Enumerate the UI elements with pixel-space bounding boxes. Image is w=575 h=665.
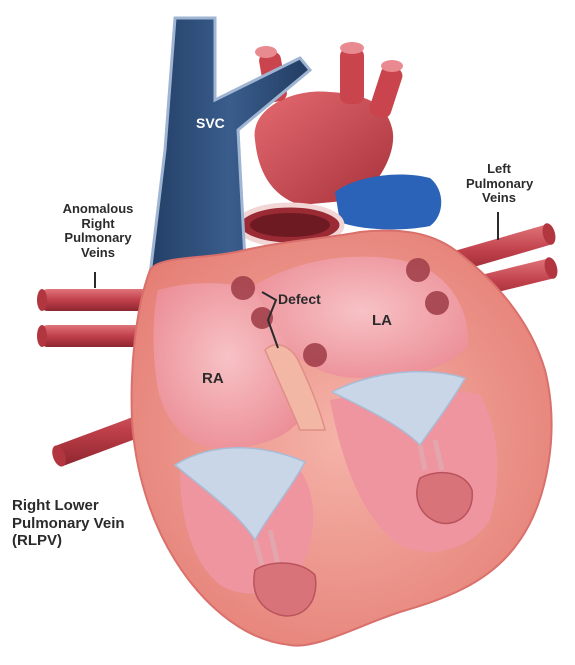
- left-pulmonary-veins-line-1: Left: [466, 162, 532, 177]
- left-pulmonary-veins-line-2: Pulmonary: [466, 177, 532, 192]
- anomalous-label-line-4: Veins: [50, 246, 146, 261]
- anomalous-label-line-2: Right: [50, 217, 146, 232]
- rlpv-line-1: Right Lower: [12, 497, 125, 515]
- rlpv-line-3: (RLPV): [12, 532, 125, 550]
- anomalous-right-pulmonary-veins-label: Anomalous Right Pulmonary Veins: [50, 202, 146, 260]
- defect-label: Defect: [278, 292, 321, 308]
- la-label: LA: [372, 313, 392, 330]
- svc-label: SVC: [196, 116, 225, 132]
- rlpv-label: Right Lower Pulmonary Vein (RLPV): [12, 497, 125, 550]
- anomalous-label-line-3: Pulmonary: [50, 231, 146, 246]
- rlpv-line-2: Pulmonary Vein: [12, 515, 125, 533]
- ra-label: RA: [202, 371, 224, 388]
- left-pulmonary-veins-line-3: Veins: [466, 191, 532, 206]
- left-pulmonary-veins-label: Left Pulmonary Veins: [466, 162, 532, 206]
- anomalous-label-line-1: Anomalous: [50, 202, 146, 217]
